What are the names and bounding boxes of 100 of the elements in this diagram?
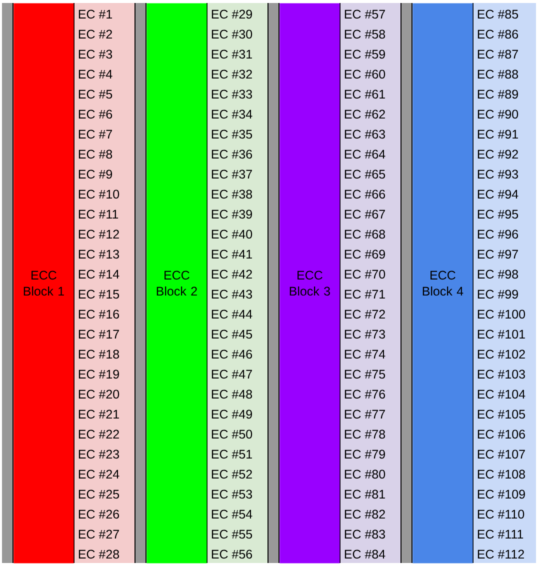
table-cell: EC #57	[340, 3, 400, 23]
table-cell: EC #60	[340, 63, 400, 83]
table-cell: EC #53	[208, 483, 268, 503]
table-cell: EC #37	[208, 163, 268, 183]
table-cell: EC #93	[474, 163, 536, 183]
table-cell: EC #1	[74, 3, 134, 23]
table-cell: EC #22	[74, 423, 134, 443]
table-cell: EC #79	[340, 443, 400, 463]
block-cell: ECC Block 3	[280, 3, 340, 564]
table-cell: EC #21	[74, 403, 134, 423]
table-cell: EC #58	[340, 23, 400, 43]
table-cell: EC #38	[208, 183, 268, 203]
table-cell: EC #59	[340, 43, 400, 63]
table-cell: EC #44	[208, 303, 268, 323]
table-cell: EC #32	[208, 63, 268, 83]
table-cell: EC #8	[74, 143, 134, 163]
table-cell: EC #71	[340, 283, 400, 303]
table-cell: EC #33	[208, 83, 268, 103]
block-cell: ECC Block 2	[146, 3, 207, 564]
table-cell: EC #61	[340, 83, 400, 103]
table-cell: EC #40	[208, 223, 268, 243]
table-cell: EC #25	[74, 483, 134, 503]
table-cell: EC #52	[208, 463, 268, 483]
table-cell: EC #56	[208, 543, 268, 563]
table-cell: EC #98	[474, 263, 536, 283]
table-cell: EC #72	[340, 303, 400, 323]
table-cell: EC #64	[340, 143, 400, 163]
table-cell: EC #85	[474, 3, 536, 23]
table-cell: EC #112	[474, 543, 536, 563]
table-cell: EC #107	[474, 443, 536, 463]
table-cell: EC #29	[208, 3, 268, 23]
table-cell: EC #51	[208, 443, 268, 463]
table-cell: EC #69	[340, 243, 400, 263]
table-cell: EC #16	[74, 303, 134, 323]
table-cell: EC #5	[74, 83, 134, 103]
table-cell: EC #47	[208, 363, 268, 383]
table-cell: EC #109	[474, 483, 536, 503]
table-cell: EC #78	[340, 423, 400, 443]
table-cell: EC #18	[74, 343, 134, 363]
table-cell: EC #15	[74, 283, 134, 303]
table-cell: EC #43	[208, 283, 268, 303]
table-cell: EC #12	[74, 223, 134, 243]
table-cell: EC #100	[474, 303, 536, 323]
block-cell: ECC Block 4	[412, 3, 473, 564]
table-cell: EC #92	[474, 143, 536, 163]
table-cell: EC #62	[340, 103, 400, 123]
table-cell: EC #103	[474, 363, 536, 383]
table-cell: EC #66	[340, 183, 400, 203]
table-cell: EC #13	[74, 243, 134, 263]
table-cell: EC #11	[74, 203, 134, 223]
table-cell: EC #99	[474, 283, 536, 303]
table-cell: EC #83	[340, 523, 400, 543]
table-cell: EC #95	[474, 203, 536, 223]
table-cell: EC #50	[208, 423, 268, 443]
table-cell: EC #10	[74, 183, 134, 203]
table-cell: EC #42	[208, 263, 268, 283]
table-cell: EC #28	[74, 543, 134, 563]
table-cell: EC #111	[474, 523, 536, 543]
table-cell: EC #91	[474, 123, 536, 143]
block-cell: ECC Block 1	[14, 3, 74, 564]
table-cell: EC #84	[340, 543, 400, 563]
table-cell: EC #101	[474, 323, 536, 343]
table-cell: EC #39	[208, 203, 268, 223]
table-cell: EC #23	[74, 443, 134, 463]
table-cell: EC #41	[208, 243, 268, 263]
table-cell: EC #76	[340, 383, 400, 403]
table-cell: EC #90	[474, 103, 536, 123]
table-cell: EC #82	[340, 503, 400, 523]
table-cell: EC #97	[474, 243, 536, 263]
table-cell: EC #17	[74, 323, 134, 343]
table-cell: EC #9	[74, 163, 134, 183]
table-cell: EC #94	[474, 183, 536, 203]
table-cell: EC #88	[474, 63, 536, 83]
table-cell: EC #68	[340, 223, 400, 243]
table-cell: EC #20	[74, 383, 134, 403]
table-cell: EC #19	[74, 363, 134, 383]
table-cell: EC #2	[74, 23, 134, 43]
table-cell: EC #30	[208, 23, 268, 43]
table-cell: EC #67	[340, 203, 400, 223]
table-cell: EC #4	[74, 63, 134, 83]
table-cell: EC #31	[208, 43, 268, 63]
table-cell: EC #6	[74, 103, 134, 123]
table-cell: EC #7	[74, 123, 134, 143]
table-cell: EC #49	[208, 403, 268, 423]
table-cell: EC #70	[340, 263, 400, 283]
table-cell: EC #108	[474, 463, 536, 483]
table-cell: EC #86	[474, 23, 536, 43]
table-cell: EC #34	[208, 103, 268, 123]
table-cell: EC #106	[474, 423, 536, 443]
table-cell: EC #74	[340, 343, 400, 363]
table-cell: EC #102	[474, 343, 536, 363]
table-cell: EC #46	[208, 343, 268, 363]
table-cell: EC #73	[340, 323, 400, 343]
table-cell: EC #27	[74, 523, 134, 543]
table-cell: EC #14	[74, 263, 134, 283]
table-cell: EC #35	[208, 123, 268, 143]
table-cell: EC #24	[74, 463, 134, 483]
table-cell: EC #55	[208, 523, 268, 543]
table-cell: EC #81	[340, 483, 400, 503]
table-cell: EC #75	[340, 363, 400, 383]
